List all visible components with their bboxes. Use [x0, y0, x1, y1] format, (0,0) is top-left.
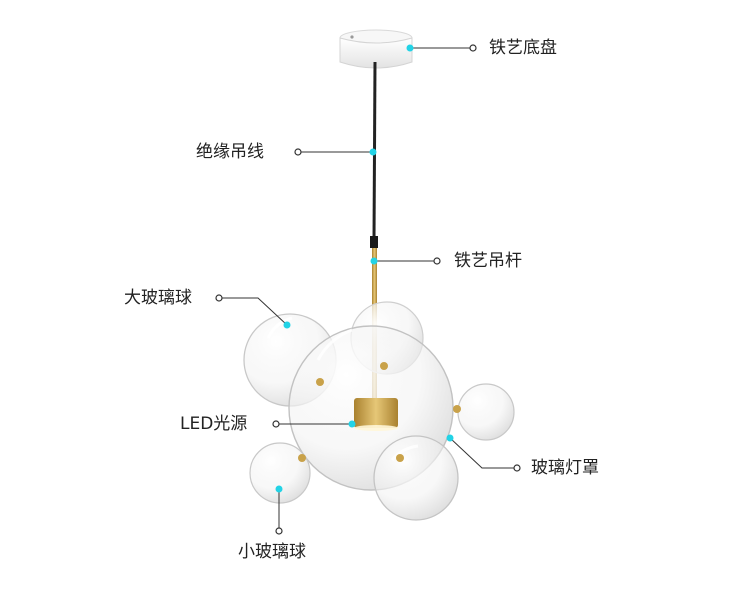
label-large-ball: 大玻璃球 [124, 288, 192, 308]
leader-large-ball [220, 297, 288, 326]
label-led: LED光源 [180, 414, 248, 434]
connectors [298, 362, 461, 462]
label-rod: 铁艺吊杆 [454, 251, 522, 271]
marker-large-ball [283, 321, 291, 329]
led-holder [354, 398, 398, 431]
point-markers [275, 44, 454, 493]
small-glass-ball [249, 442, 311, 504]
marker-rod [370, 257, 378, 265]
leader-lines [220, 47, 516, 530]
marker-shade [446, 434, 454, 442]
label-canopy: 铁艺底盘 [489, 38, 557, 58]
marker-small-ball [275, 485, 283, 493]
label-shade: 玻璃灯罩 [531, 458, 599, 478]
leader-shade [449, 437, 516, 469]
cable-grip [370, 236, 378, 248]
bottom-right-sphere [373, 435, 459, 521]
marker-cable [369, 148, 377, 156]
canopy [339, 29, 413, 69]
marker-canopy [406, 44, 414, 52]
right-sphere [457, 383, 515, 441]
leader-endpoints [215, 44, 521, 535]
label-cable: 绝缘吊线 [196, 142, 264, 162]
marker-led [348, 420, 356, 428]
label-small-ball: 小玻璃球 [238, 542, 306, 562]
